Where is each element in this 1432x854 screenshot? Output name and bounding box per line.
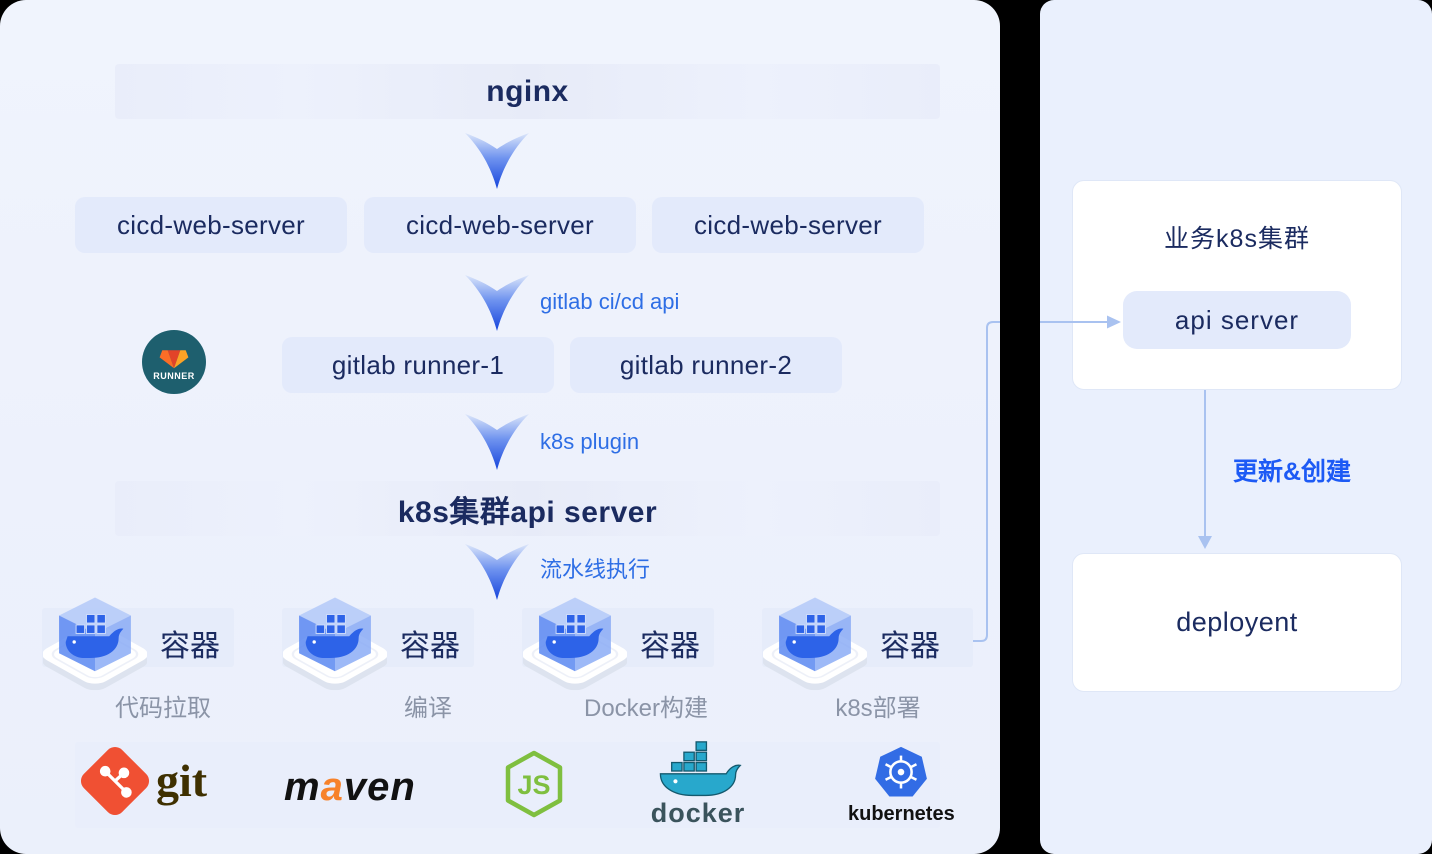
business-k8s-cluster-box: 业务k8s集群 api server [1072, 180, 1402, 390]
deployment-label: deployent [1176, 607, 1298, 637]
git-logo: git [76, 742, 208, 820]
kubernetes-logo: kubernetes [848, 745, 955, 824]
cicd-web-server-label-3: cicd-web-server [694, 209, 882, 240]
k8s-api-server-label: k8s集群api server [397, 495, 658, 529]
down-arrow-icon [464, 543, 530, 601]
down-arrow-icon [464, 132, 530, 190]
step-label-code-pull: 代码拉取 [115, 695, 211, 722]
container-label-4: 容器 [880, 630, 940, 663]
git-icon [76, 742, 154, 820]
down-arrow-icon [464, 413, 530, 471]
gitlab-runner-label-1: gitlab runner-1 [331, 349, 505, 380]
kubernetes-wordmark: kubernetes [848, 803, 955, 825]
cicd-web-server-node-2: cicd-web-server [364, 197, 636, 253]
step-label-k8s-deploy: k8s部署 [835, 695, 921, 722]
nodejs-logo: JS [503, 750, 565, 818]
container-label-3: 容器 [640, 630, 700, 663]
api-server-node: api server [1123, 291, 1351, 349]
maven-a: a [320, 765, 344, 809]
gitlab-api-arrow-label: gitlab ci/cd api [540, 289, 680, 314]
down-arrow-icon [464, 274, 530, 332]
container-cube-icon-1 [43, 591, 147, 691]
update-create-label: 更新&创建 [1233, 458, 1352, 486]
container-cube-icon-2 [283, 591, 387, 691]
runner-badge-text: RUNNER [153, 371, 195, 381]
cicd-flow-panel: nginx cicd-web-server cicd-web-server ci… [0, 0, 1000, 854]
pipeline-arrow-label: 流水线执行 [540, 557, 651, 582]
step-label-compile: 编译 [404, 695, 452, 722]
container-label-2: 容器 [400, 630, 460, 663]
cicd-web-server-node-1: cicd-web-server [75, 197, 347, 253]
kubernetes-wheel-icon [875, 746, 928, 797]
docker-whale-icon [659, 741, 742, 797]
cicd-web-server-node-3: cicd-web-server [652, 197, 924, 253]
nginx-label: nginx [486, 74, 569, 108]
k8s-api-server-banner: k8s集群api server [115, 481, 940, 536]
gitlab-runner-node-2: gitlab runner-2 [570, 337, 842, 393]
container-cube-icon-4 [763, 591, 867, 691]
nginx-banner: nginx [115, 64, 940, 119]
k8s-plugin-arrow-label: k8s plugin [540, 429, 640, 454]
gitlab-runner-icon: RUNNER [142, 330, 206, 394]
api-server-label: api server [1174, 304, 1300, 335]
business-k8s-cluster-title: 业务k8s集群 [1164, 225, 1310, 253]
maven-m: m [284, 765, 321, 809]
container-label-1: 容器 [160, 630, 220, 663]
deployment-node: deployent [1072, 553, 1402, 692]
cicd-web-server-label-1: cicd-web-server [117, 209, 305, 240]
gitlab-tanuki-icon [159, 350, 189, 369]
container-cube-icon-3 [523, 591, 627, 691]
nodejs-hexagon-icon: JS [505, 750, 563, 818]
svg-text:JS: JS [517, 770, 550, 800]
gitlab-runner-node-1: gitlab runner-1 [282, 337, 554, 393]
docker-wordmark: docker [650, 798, 746, 828]
gitlab-runner-label-2: gitlab runner-2 [619, 349, 793, 380]
git-wordmark: git [156, 755, 208, 806]
step-label-docker-build: Docker构建 [583, 695, 709, 722]
maven-wordmark: maven [284, 765, 416, 810]
cicd-web-server-label-2: cicd-web-server [406, 209, 594, 240]
business-cluster-panel: 业务k8s集群 api server 更新&创建 deployent [1040, 0, 1432, 854]
maven-ven: ven [343, 765, 416, 809]
docker-logo: docker [650, 740, 746, 827]
maven-logo: maven [284, 765, 416, 810]
